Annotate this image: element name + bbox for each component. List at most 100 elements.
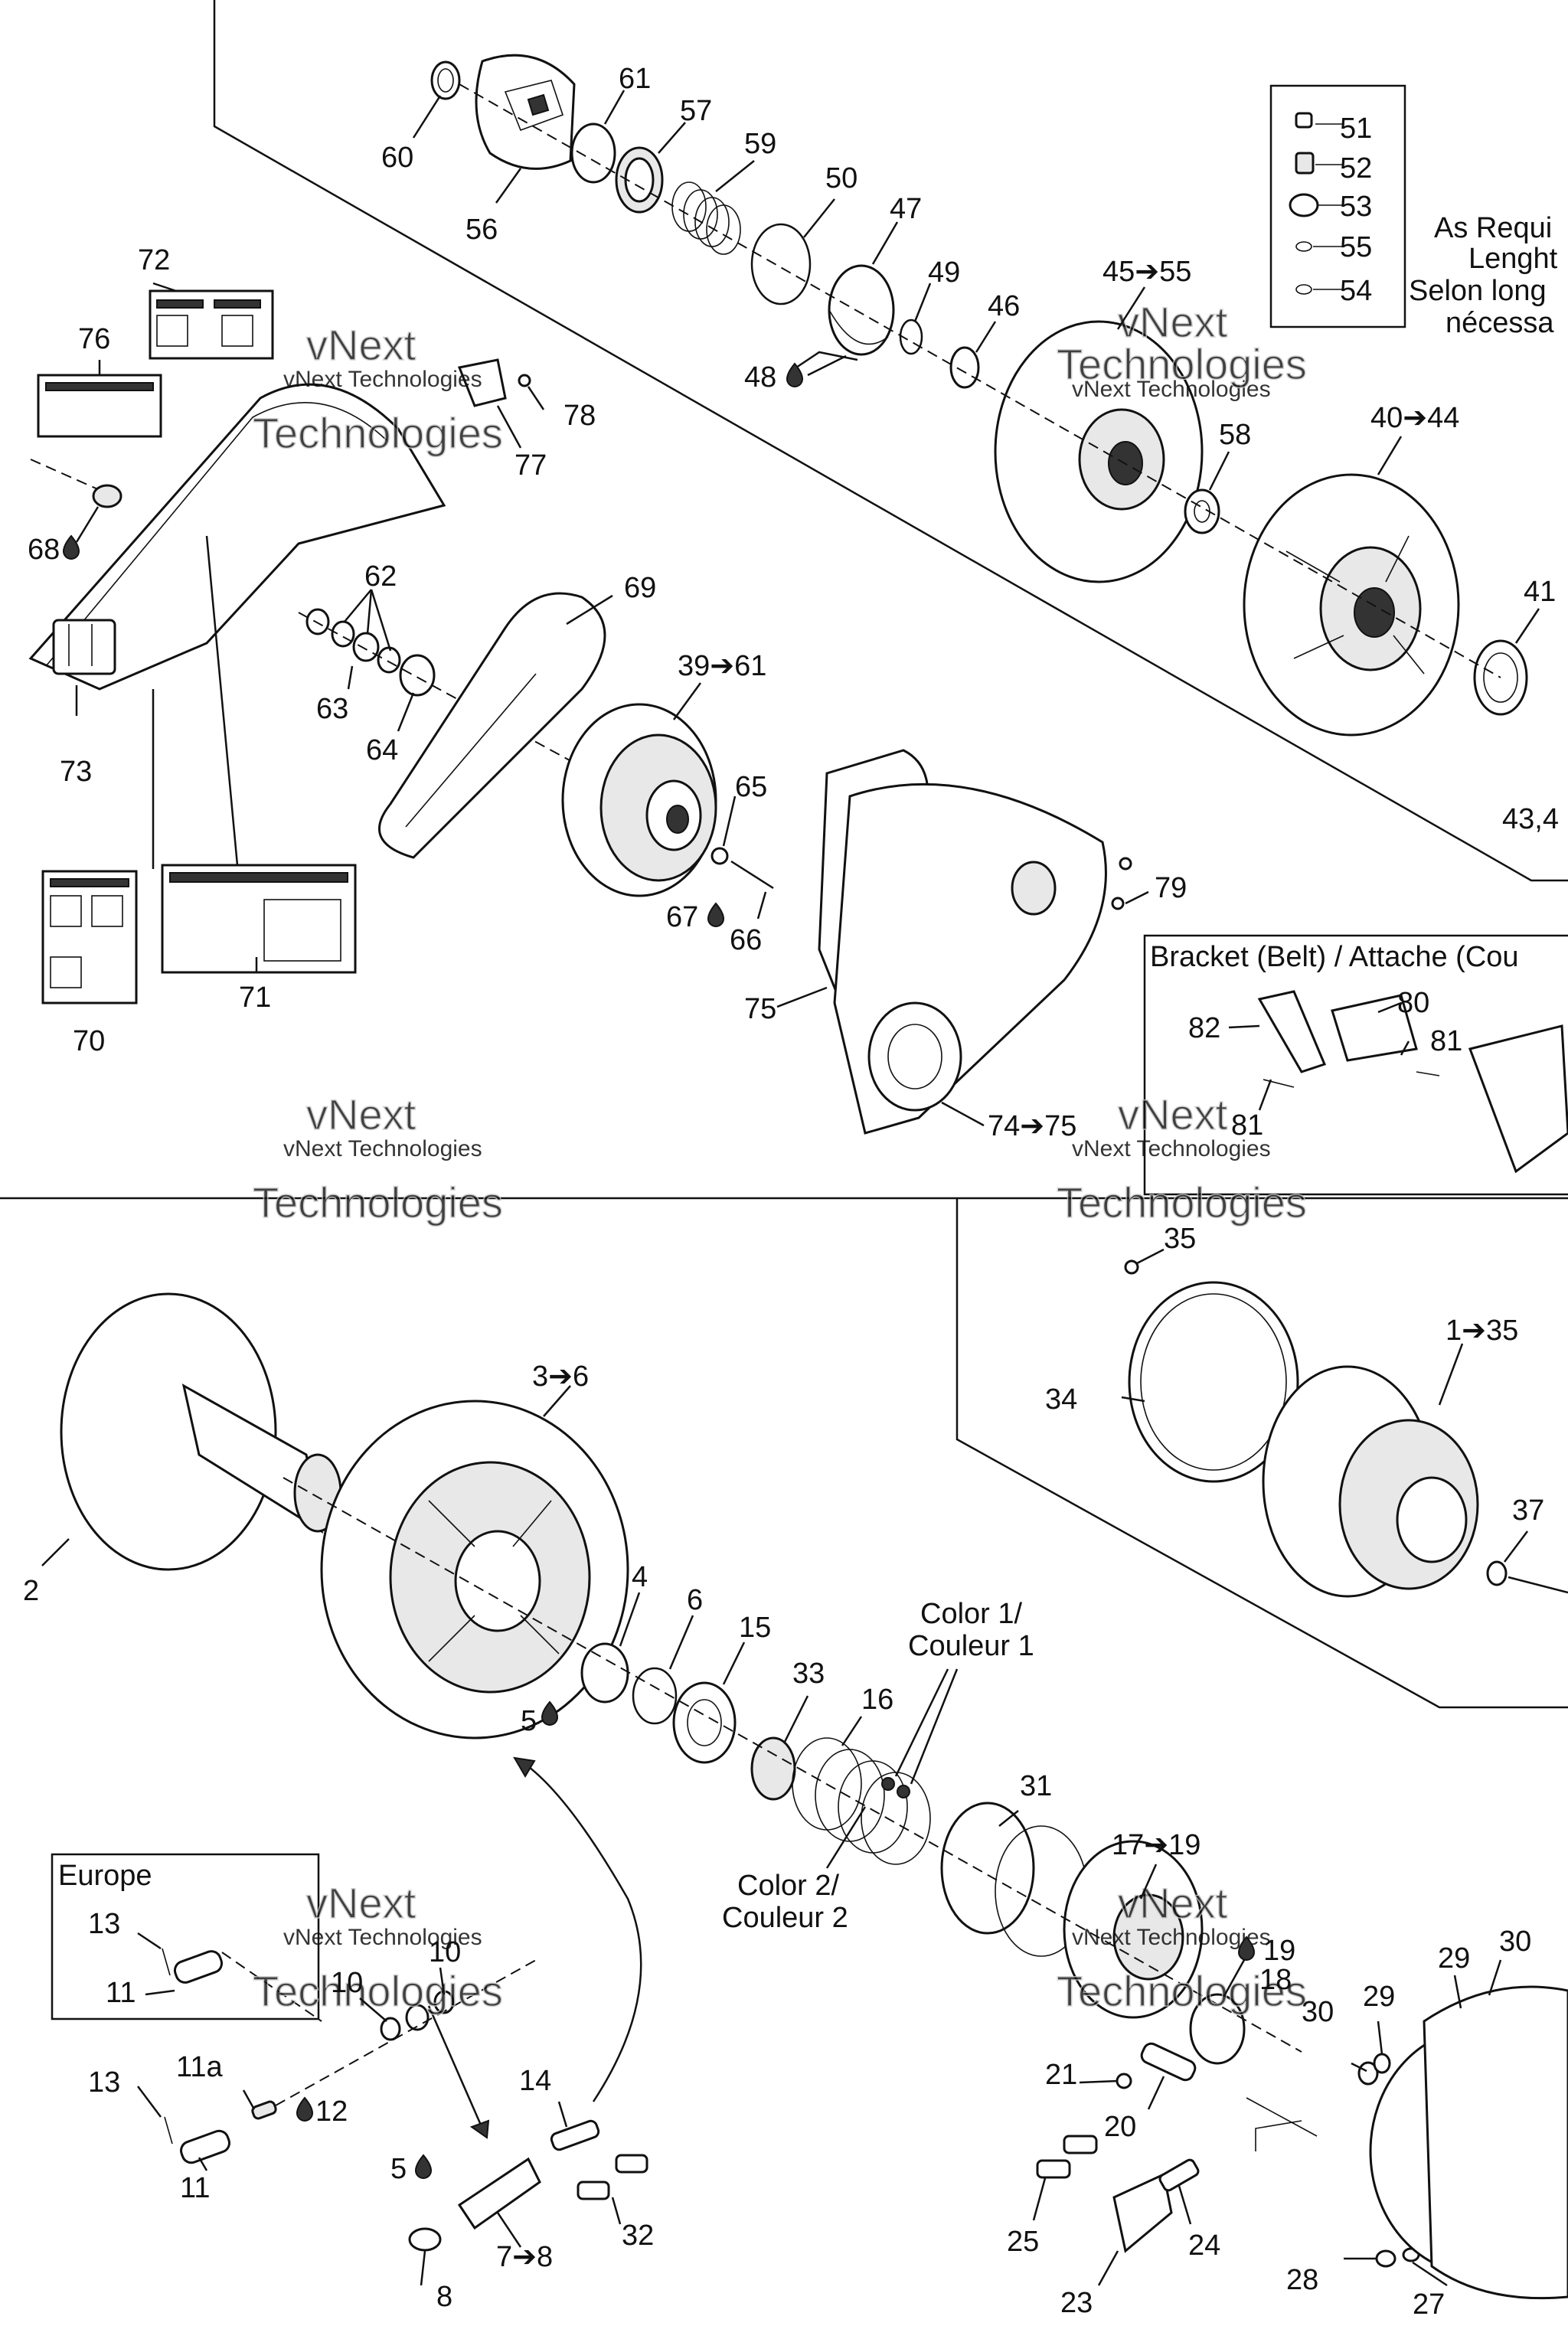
part-label-59: 59 bbox=[744, 128, 776, 160]
part-label-61: 61 bbox=[619, 63, 651, 95]
part-label-55: 55 bbox=[1340, 231, 1372, 263]
part-label-64: 64 bbox=[366, 734, 398, 766]
watermark-bottom-2: Technologies bbox=[1057, 340, 1307, 388]
part-label-11a-variant: 11a bbox=[176, 2051, 223, 2083]
watermark-bottom-1: Technologies bbox=[253, 409, 503, 457]
drop-icon-5a bbox=[541, 1700, 559, 1726]
lubricant-drop-icons bbox=[62, 362, 1256, 2179]
part-label-19: 19 bbox=[1263, 1935, 1295, 1967]
part-label-69: 69 bbox=[624, 572, 656, 604]
part-label-60: 60 bbox=[381, 142, 413, 174]
part-label-1-35: 1➔35 bbox=[1446, 1315, 1518, 1347]
part-label-8: 8 bbox=[436, 2281, 452, 2313]
part-label-79: 79 bbox=[1155, 872, 1187, 904]
part-label-71: 71 bbox=[239, 982, 271, 1014]
clutch-assembly-1-35 bbox=[1124, 1259, 1568, 1598]
part-label-5b: 5 bbox=[390, 2153, 407, 2185]
watermark-line-4: vNext Technologies bbox=[1072, 1136, 1271, 1161]
note-couleur1: Couleur 1 bbox=[908, 1630, 1034, 1662]
part-label-46: 46 bbox=[988, 290, 1020, 322]
watermark-bottom-3: Technologies bbox=[253, 1178, 503, 1227]
part-label-77: 77 bbox=[514, 449, 547, 482]
part-label-41: 41 bbox=[1524, 576, 1556, 608]
bracket-belt-box bbox=[1143, 934, 1568, 1196]
note-color1: Color 1/ bbox=[920, 1598, 1022, 1630]
watermark-top-5: vNext bbox=[306, 1879, 416, 1927]
part-label-11a: 11 bbox=[106, 1977, 136, 2009]
part-label-48: 48 bbox=[744, 361, 776, 394]
part-number-labels: 60 61 57 59 56 50 47 49 46 48 45➔55 51 5… bbox=[23, 63, 1559, 2321]
note-couleur2: Couleur 2 bbox=[722, 1902, 848, 1934]
part-label-13a: 13 bbox=[88, 1908, 120, 1940]
part-label-82: 82 bbox=[1188, 1012, 1220, 1044]
part-label-70: 70 bbox=[73, 1025, 105, 1057]
part-label-57: 57 bbox=[680, 95, 712, 127]
part-label-10b: 10 bbox=[429, 1936, 461, 1968]
warning-decals bbox=[37, 289, 357, 1004]
part-label-81b: 81 bbox=[1231, 1109, 1263, 1142]
hardware-inset-box bbox=[1269, 84, 1406, 328]
tube-68 bbox=[30, 459, 122, 508]
part-label-14: 14 bbox=[519, 2065, 551, 2097]
part-label-62: 62 bbox=[364, 560, 397, 593]
part-label-43-44: 43,4 bbox=[1502, 803, 1559, 835]
part-label-15: 15 bbox=[739, 1612, 771, 1644]
belt-guard bbox=[28, 383, 446, 691]
part-label-73: 73 bbox=[60, 756, 92, 788]
part-label-56: 56 bbox=[466, 214, 498, 246]
part-label-29a: 29 bbox=[1438, 1942, 1470, 1975]
watermark-top-4: vNext bbox=[1118, 1090, 1228, 1138]
part-label-31: 31 bbox=[1020, 1770, 1052, 1802]
part-label-24: 24 bbox=[1188, 2230, 1220, 2262]
drop-icon-48 bbox=[786, 362, 804, 387]
part-label-28: 28 bbox=[1286, 2264, 1318, 2296]
part-label-81a: 81 bbox=[1430, 1025, 1462, 1057]
part-label-35: 35 bbox=[1164, 1223, 1196, 1255]
part-label-6: 6 bbox=[687, 1584, 703, 1616]
part-label-68: 68 bbox=[28, 534, 60, 566]
watermark-line-2: vNext Technologies bbox=[1072, 377, 1271, 402]
part-label-4: 4 bbox=[632, 1561, 648, 1593]
part-label-58: 58 bbox=[1219, 419, 1251, 451]
part-label-2: 2 bbox=[23, 1575, 39, 1607]
length-note: As Requi Lenght Selon long nécessa bbox=[1409, 212, 1558, 339]
part-label-29b: 29 bbox=[1363, 1981, 1395, 2013]
part-label-39-61: 39➔61 bbox=[678, 650, 766, 682]
drop-icon-67 bbox=[707, 902, 725, 927]
part-label-20: 20 bbox=[1104, 2111, 1136, 2143]
bracket-belt-parts bbox=[1257, 990, 1568, 1174]
part-label-50: 50 bbox=[825, 162, 858, 194]
note-selon: Selon long bbox=[1409, 275, 1547, 307]
part-label-21: 21 bbox=[1045, 2059, 1077, 2091]
part-label-17-19: 17➔19 bbox=[1112, 1829, 1200, 1861]
part-label-11b: 11 bbox=[180, 2172, 210, 2204]
part-label-7-8: 7➔8 bbox=[496, 2241, 553, 2273]
part-label-66: 66 bbox=[730, 924, 762, 956]
part-label-25: 25 bbox=[1007, 2226, 1039, 2258]
part-label-67: 67 bbox=[666, 901, 698, 933]
color-notes: Color 1/ Couleur 1 Color 2/ Couleur 2 bbox=[722, 1598, 1034, 1934]
pin-hardware bbox=[164, 1959, 648, 2252]
part-label-12: 12 bbox=[315, 2096, 348, 2128]
part-label-18: 18 bbox=[1259, 1964, 1292, 1996]
watermark-bottom-6: Technologies bbox=[1057, 1967, 1307, 2015]
watermark-line-1: vNext Technologies bbox=[283, 367, 482, 392]
watermark-top-1: vNext bbox=[306, 321, 416, 369]
part-label-76: 76 bbox=[78, 323, 110, 355]
watermark-line-6: vNext Technologies bbox=[1072, 1925, 1271, 1950]
watermark-group: vNext vNext Technologies Technologies vN… bbox=[252, 297, 1307, 2016]
part-label-45-55: 45➔55 bbox=[1102, 256, 1191, 288]
part-label-32: 32 bbox=[622, 2220, 654, 2252]
europe-parts bbox=[162, 1948, 322, 2022]
part-label-47: 47 bbox=[890, 193, 922, 225]
part-label-23: 23 bbox=[1060, 2287, 1093, 2319]
part-label-5a: 5 bbox=[521, 1705, 537, 1737]
note-length: Lenght bbox=[1468, 243, 1558, 275]
part-label-16: 16 bbox=[861, 1684, 893, 1716]
section-dividers bbox=[0, 0, 1568, 1709]
part-label-30a: 30 bbox=[1499, 1926, 1531, 1958]
leader-lines bbox=[41, 90, 1540, 2287]
drive-pulley-assembly bbox=[60, 1292, 1302, 2065]
part-label-75: 75 bbox=[744, 993, 776, 1025]
